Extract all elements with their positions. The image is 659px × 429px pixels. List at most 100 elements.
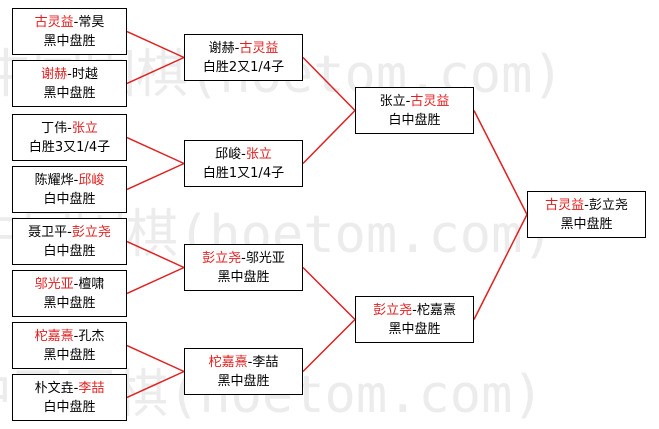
match-box-round1-5: 聂卫平-彭立尧白中盘胜	[12, 218, 127, 265]
player-a: 邬光亚	[34, 276, 74, 292]
connector-line	[126, 136, 185, 165]
player-a: 柁嘉熹	[34, 328, 74, 344]
versus-dash: -	[73, 276, 79, 292]
versus-dash: -	[67, 224, 72, 240]
versus-dash: -	[73, 14, 79, 30]
connector-line	[302, 318, 356, 373]
versus-dash: -	[67, 120, 72, 136]
players-line: 彭立尧-柁嘉熹	[373, 301, 456, 320]
match-box-round2-4: 柁嘉熹-李喆黑中盘胜	[184, 348, 303, 395]
players-line: 柁嘉熹-孔杰	[35, 327, 105, 346]
player-b: 张立	[71, 120, 98, 136]
player-a: 柁嘉熹	[208, 354, 248, 370]
player-b: 檀啸	[78, 276, 105, 292]
players-line: 聂卫平-彭立尧	[28, 223, 111, 242]
connector-line	[126, 162, 185, 191]
match-box-round2-3: 彭立尧-邬光亚黑中盘胜	[184, 244, 303, 291]
result-text: 白中盘胜	[43, 191, 96, 207]
players-line: 张立-古灵益	[380, 92, 450, 111]
match-box-round1-2: 谢赫-时越黑中盘胜	[12, 60, 127, 107]
player-a: 彭立尧	[373, 302, 413, 318]
players-line: 古灵益-常昊	[35, 13, 105, 32]
match-box-round3-2: 彭立尧-柁嘉熹黑中盘胜	[355, 296, 474, 343]
result-text: 白中盘胜	[43, 243, 96, 259]
connector-line	[473, 214, 528, 320]
result-text: 黑中盘胜	[217, 373, 270, 389]
player-b: 古灵益	[410, 93, 450, 109]
players-line: 柁嘉熹-李喆	[209, 353, 279, 372]
versus-dash: -	[241, 250, 246, 266]
connector-line	[302, 56, 356, 112]
players-line: 陈耀烨-邱峻	[35, 171, 105, 190]
connector-line	[126, 56, 185, 85]
players-line: 邱峻-张立	[215, 145, 272, 164]
player-b: 李喆	[78, 380, 105, 396]
connector-line	[126, 370, 185, 399]
player-b: 时越	[71, 66, 98, 82]
player-a: 张立	[379, 93, 406, 109]
result-text: 白中盘胜	[43, 399, 96, 415]
versus-dash: -	[247, 354, 253, 370]
player-a: 彭立尧	[202, 250, 242, 266]
connector-line	[473, 110, 528, 215]
result-text: 黑中盘胜	[43, 85, 96, 101]
result-text: 黑中盘胜	[43, 33, 96, 49]
result-text: 黑中盘胜	[43, 347, 96, 363]
connector-line	[302, 109, 356, 165]
result-text: 黑中盘胜	[43, 295, 96, 311]
result-text: 黑中盘胜	[388, 321, 441, 337]
versus-dash: -	[73, 172, 79, 188]
player-b: 邬光亚	[245, 250, 285, 266]
players-line: 古灵益-彭立尧	[545, 196, 628, 215]
match-box-round1-4: 陈耀烨-邱峻白中盘胜	[12, 166, 127, 213]
player-b: 李喆	[252, 354, 279, 370]
player-a: 谢赫	[208, 40, 235, 56]
versus-dash: -	[234, 40, 240, 56]
players-line: 谢赫-古灵益	[209, 39, 279, 58]
match-box-round1-3: 丁伟-张立白胜3又1/4子	[12, 114, 127, 161]
versus-dash: -	[241, 146, 246, 162]
match-box-round1-6: 邬光亚-檀啸黑中盘胜	[12, 270, 127, 317]
player-b: 彭立尧	[588, 197, 628, 213]
player-b: 常昊	[78, 14, 105, 30]
player-a: 谢赫	[41, 66, 68, 82]
player-b: 彭立尧	[71, 224, 111, 240]
versus-dash: -	[405, 93, 411, 109]
versus-dash: -	[73, 328, 79, 344]
match-box-round3-1: 张立-古灵益白中盘胜	[355, 87, 474, 134]
player-b: 古灵益	[239, 40, 279, 56]
player-a: 古灵益	[545, 197, 585, 213]
match-box-final-1: 古灵益-彭立尧黑中盘胜	[527, 191, 646, 238]
player-b: 张立	[245, 146, 272, 162]
player-b: 柁嘉熹	[416, 302, 456, 318]
connector-line	[126, 30, 185, 59]
players-line: 丁伟-张立	[41, 119, 98, 138]
player-a: 邱峻	[215, 146, 242, 162]
players-line: 朴文垚-李喆	[35, 379, 105, 398]
result-text: 黑中盘胜	[217, 269, 270, 285]
match-box-round1-8: 朴文垚-李喆白中盘胜	[12, 374, 127, 421]
versus-dash: -	[584, 197, 589, 213]
versus-dash: -	[73, 380, 79, 396]
connector-line	[302, 266, 356, 321]
players-line: 彭立尧-邬光亚	[202, 249, 285, 268]
player-a: 古灵益	[34, 14, 74, 30]
versus-dash: -	[67, 66, 72, 82]
match-box-round1-1: 古灵益-常昊黑中盘胜	[12, 8, 127, 55]
player-a: 聂卫平	[28, 224, 68, 240]
player-b: 孔杰	[78, 328, 105, 344]
players-line: 谢赫-时越	[41, 65, 98, 84]
result-text: 白中盘胜	[388, 112, 441, 128]
result-text: 白胜1又1/4子	[202, 165, 285, 181]
player-a: 朴文垚	[34, 380, 74, 396]
result-text: 黑中盘胜	[560, 216, 613, 232]
connector-line	[126, 344, 185, 373]
result-text: 白胜3又1/4子	[28, 139, 111, 155]
versus-dash: -	[412, 302, 417, 318]
match-box-round2-2: 邱峻-张立白胜1又1/4子	[184, 140, 303, 187]
match-box-round1-7: 柁嘉熹-孔杰黑中盘胜	[12, 322, 127, 369]
result-text: 白胜2又1/4子	[202, 59, 285, 75]
player-a: 丁伟	[41, 120, 68, 136]
players-line: 邬光亚-檀啸	[35, 275, 105, 294]
